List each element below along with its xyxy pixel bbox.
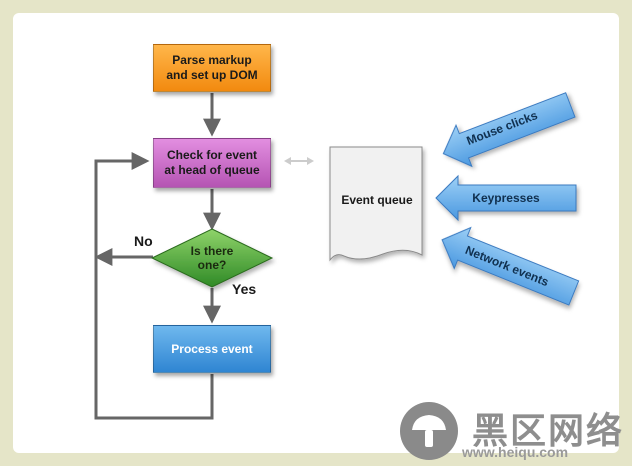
keypresses-label: Keypresses [472, 191, 540, 205]
process-event-node: Process event [153, 325, 271, 373]
bidirectional-link-icon [284, 157, 314, 165]
mushroom-logo-icon [400, 402, 458, 460]
decision-label: Is there one? [190, 244, 234, 272]
parse-markup-node: Parse markup and set up DOM [153, 44, 271, 92]
yes-label: Yes [232, 281, 257, 297]
keypresses-arrow [435, 174, 577, 222]
event-queue-label: Event queue [341, 193, 413, 207]
event-queue-document [329, 146, 423, 262]
no-label: No [134, 233, 153, 249]
network-events-arrow [441, 226, 580, 306]
decision-diamond [150, 228, 274, 288]
watermark-url: www.heiqu.com [462, 444, 569, 460]
edge-loop-back [94, 152, 214, 420]
mouse-clicks-arrow [442, 92, 576, 168]
watermark: 黑区网络 www.heiqu.com [400, 400, 632, 466]
check-event-node: Check for event at head of queue [153, 138, 271, 188]
diagram-panel [13, 13, 619, 453]
watermark-text: 黑区网络 [472, 410, 625, 451]
